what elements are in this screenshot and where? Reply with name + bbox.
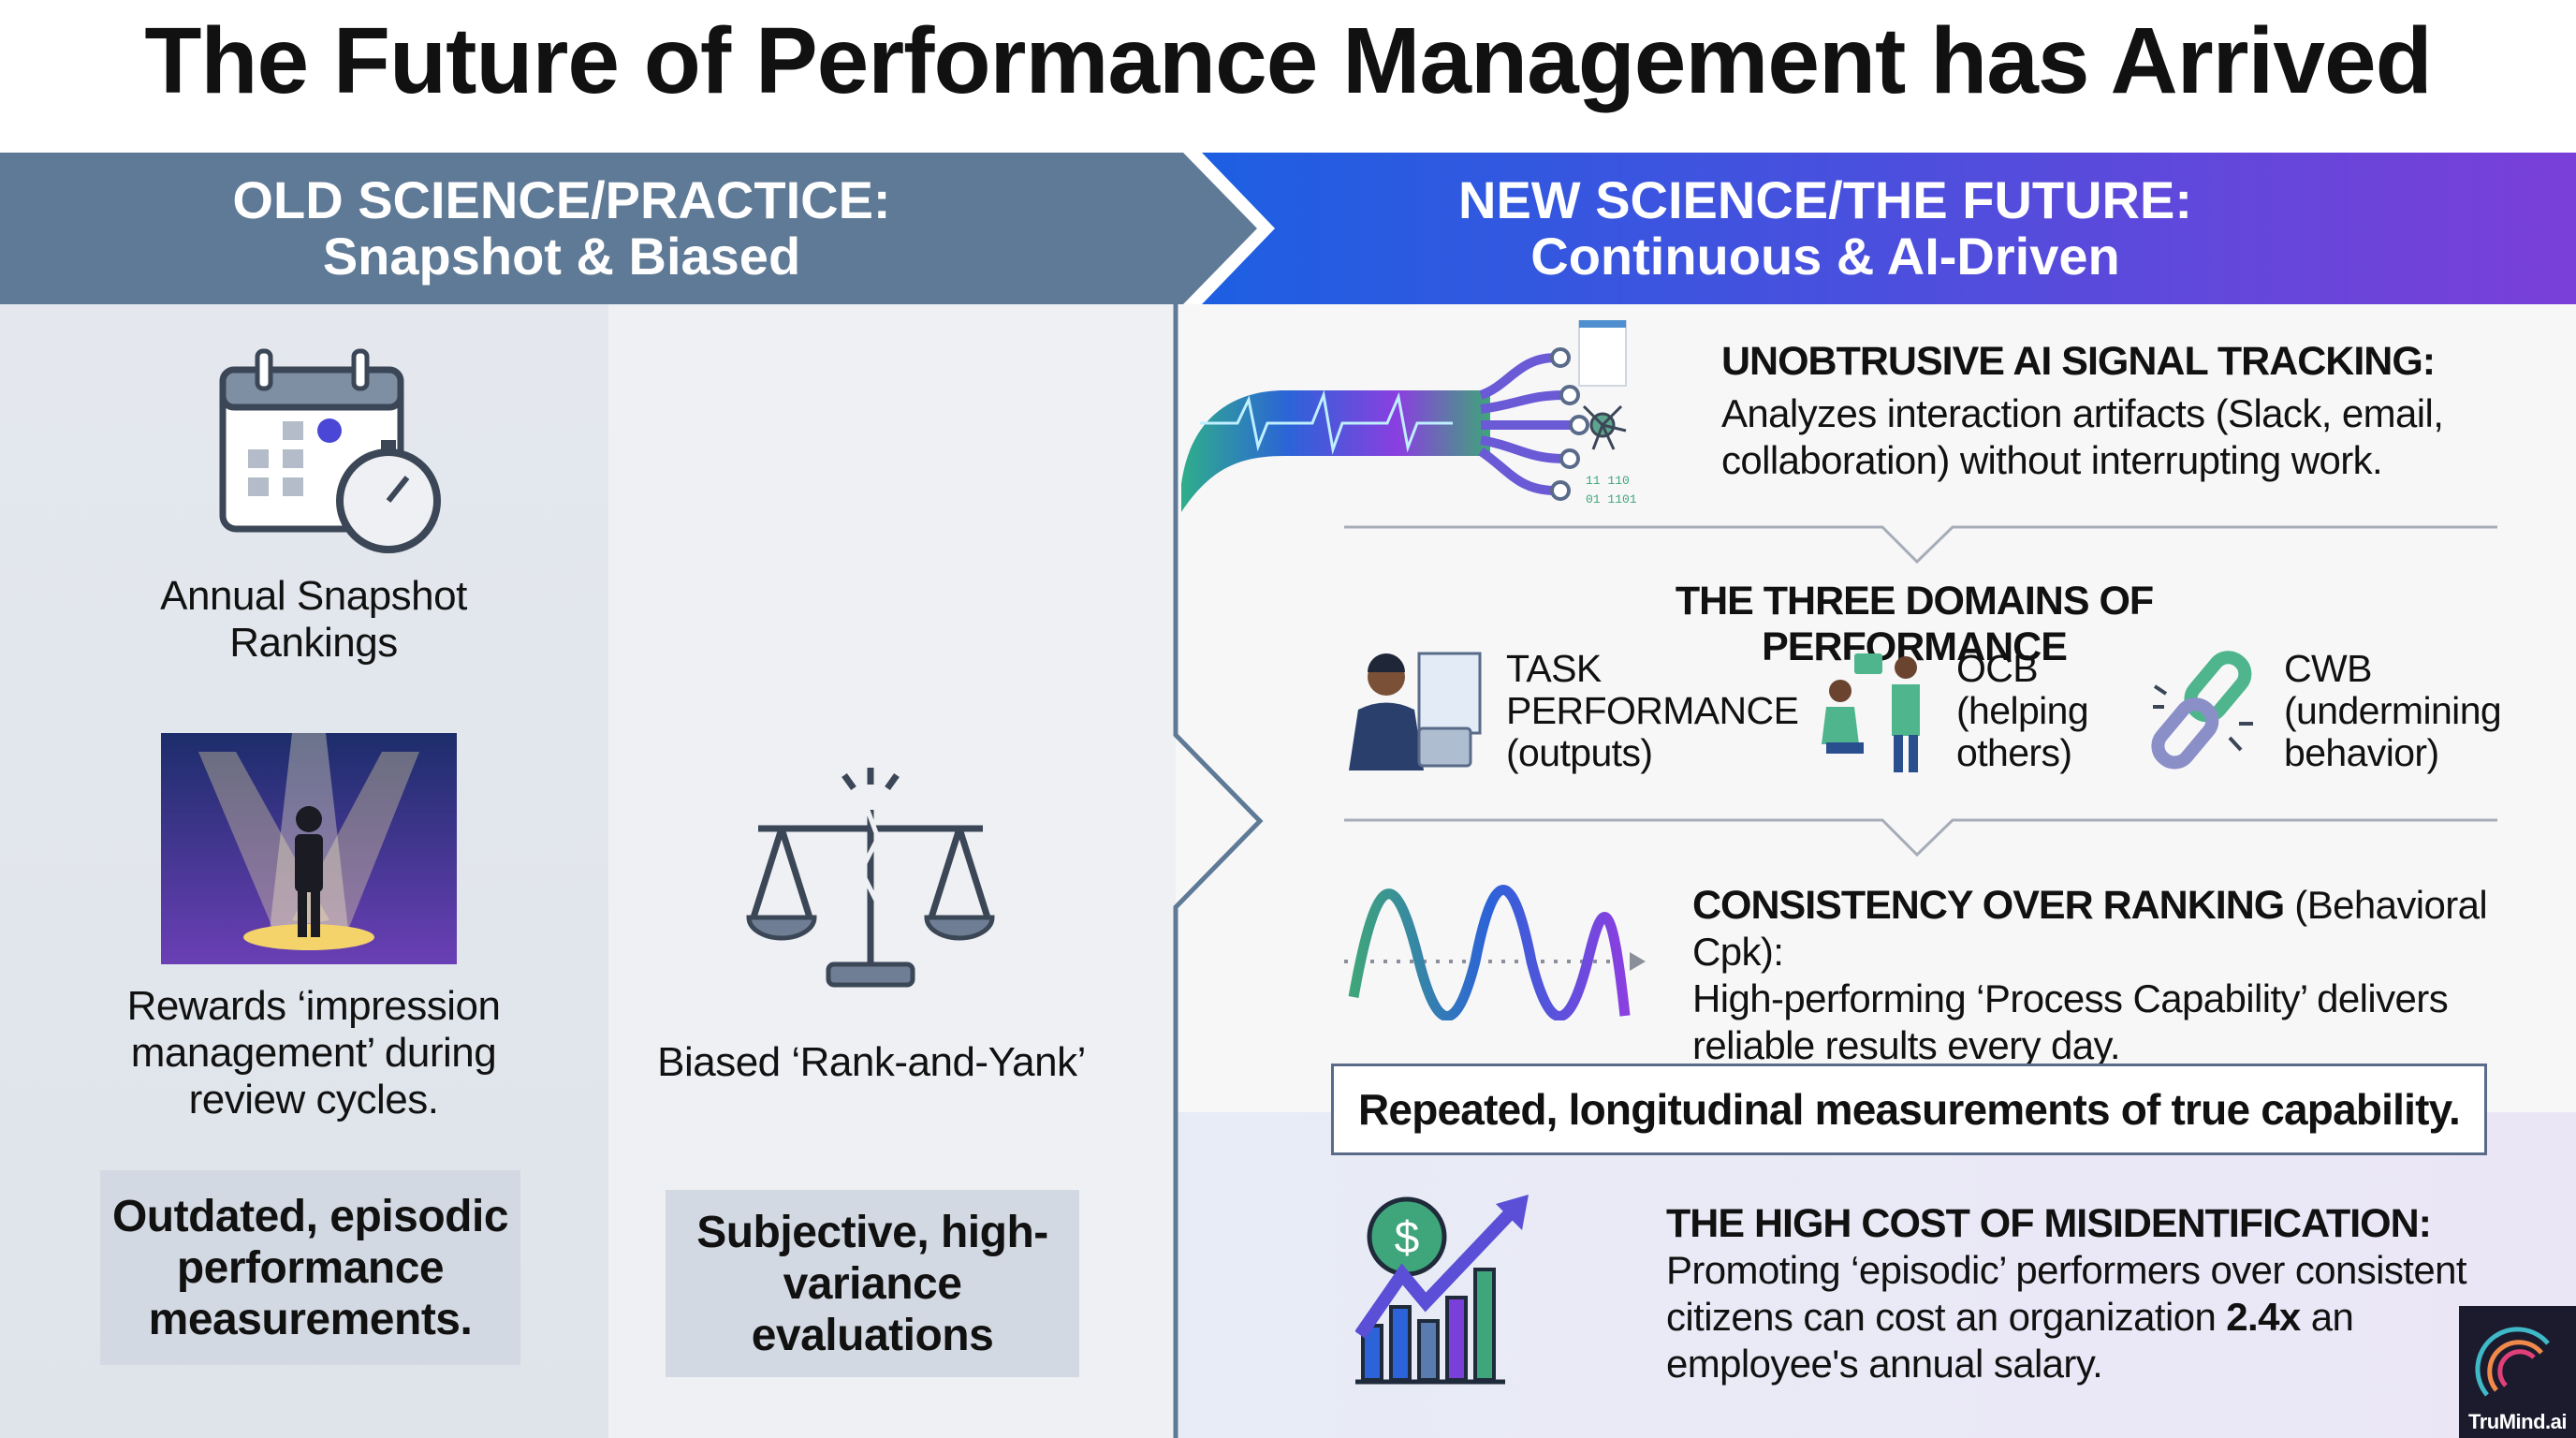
domain-cwb-line3: behavior)	[2284, 731, 2439, 774]
tracking-title: UNOBTRUSIVE AI SIGNAL TRACKING:	[1721, 339, 2436, 384]
logo-text: TruMind.ai	[2468, 1410, 2568, 1433]
broken-chain-icon	[2151, 651, 2253, 770]
cost-highlight: 2.4x	[2226, 1295, 2301, 1339]
consistency-wave-icon	[1344, 885, 1646, 1020]
spotlight-performer-image	[161, 733, 457, 964]
new-header-band	[1202, 153, 2576, 304]
svg-text:$: $	[1395, 1213, 1420, 1263]
rising-cost-chart-icon: $	[1355, 1195, 1529, 1385]
task-performance-icon	[1349, 652, 1482, 770]
callout-box: Repeated, longitudinal measurements of t…	[1331, 1064, 2487, 1155]
cost-body-post: an employee's annual salary.	[1666, 1295, 2354, 1386]
cost-section: THE HIGH COST OF MISIDENTIFICATION: Prom…	[1666, 1201, 2509, 1387]
header-bands	[0, 153, 2576, 304]
svg-text:01 1101: 01 1101	[1586, 492, 1637, 506]
cost-title: THE HIGH COST OF MISIDENTIFICATION:	[1666, 1201, 2432, 1246]
consistency-body: High-performing ‘Process Capability’ del…	[1692, 976, 2449, 1067]
new-heading: NEW SCIENCE/THE FUTURE: Continuous & AI-…	[1357, 172, 2293, 285]
tracking-section: UNOBTRUSIVE AI SIGNAL TRACKING: Analyzes…	[1721, 339, 2526, 484]
consistency-title-line: CONSISTENCY OVER RANKING (Behavioral Cpk…	[1692, 882, 2535, 976]
divider-2	[1344, 818, 2497, 858]
cost-body: Promoting ‘episodic’ performers over con…	[1666, 1247, 2481, 1387]
domain-cwb-line2: (undermining	[2284, 689, 2502, 732]
subjective-box: Subjective, high-variance evaluations	[666, 1190, 1079, 1377]
new-heading-line1: NEW SCIENCE/THE FUTURE:	[1458, 170, 2192, 229]
old-heading: OLD SCIENCE/PRACTICE: Snapshot & Biased	[94, 172, 1030, 285]
calendar-stopwatch-icon	[219, 348, 441, 553]
annual-label: Annual Snapshot Rankings	[160, 573, 467, 666]
ai-signal-tracking-icon: 11 110 01 1101	[1181, 320, 1637, 512]
consistency-title-suffix: (Behavioral Cpk):	[1692, 883, 2488, 974]
svg-text:11 110: 11 110	[1586, 474, 1630, 488]
consistency-section: CONSISTENCY OVER RANKING (Behavioral Cpk…	[1692, 882, 2535, 1069]
old-heading-line2: Snapshot & Biased	[322, 227, 801, 286]
broken-scale-icon	[746, 768, 995, 988]
domain-ocb-line3: others)	[1956, 731, 2072, 774]
divider-1	[1344, 525, 2497, 565]
rewards-text: Rewards ‘impression management’ during r…	[126, 983, 501, 1123]
domain-cwb-line1: CWB	[2284, 647, 2372, 690]
divider-chevron	[1173, 304, 1264, 1438]
ocb-helping-icon	[1822, 653, 1920, 772]
domain-ocb-line2: (helping	[1956, 689, 2089, 732]
domain-ocb: OCB (helping others)	[1956, 647, 2089, 774]
domain-ocb-line1: OCB	[1956, 647, 2039, 690]
domain-task-line2: PERFORMANCE	[1506, 689, 1799, 732]
domain-task-line3: (outputs)	[1506, 731, 1653, 774]
outdated-box: Outdated, episodic performance measureme…	[100, 1170, 520, 1365]
consistency-title: CONSISTENCY OVER RANKING	[1692, 883, 2285, 928]
page-title: The Future of Performance Management has…	[144, 8, 2432, 113]
tracking-body: Analyzes interaction artifacts (Slack, e…	[1721, 391, 2444, 482]
domain-task-line1: TASK	[1506, 647, 1602, 690]
domain-task: TASK PERFORMANCE (outputs)	[1506, 647, 1799, 774]
old-heading-line1: OLD SCIENCE/PRACTICE:	[232, 170, 891, 229]
trumind-logo: TruMind.ai	[2459, 1306, 2576, 1438]
logo-mark-icon	[2475, 1327, 2550, 1397]
biased-label: Biased ‘Rank-and-Yank’	[657, 1039, 1086, 1085]
cost-body-pre: Promoting ‘episodic’ performers over con…	[1666, 1248, 2467, 1339]
domain-cwb: CWB (undermining behavior)	[2284, 647, 2502, 774]
old-header-band	[0, 153, 1257, 304]
new-heading-line2: Continuous & AI-Driven	[1530, 227, 2120, 286]
